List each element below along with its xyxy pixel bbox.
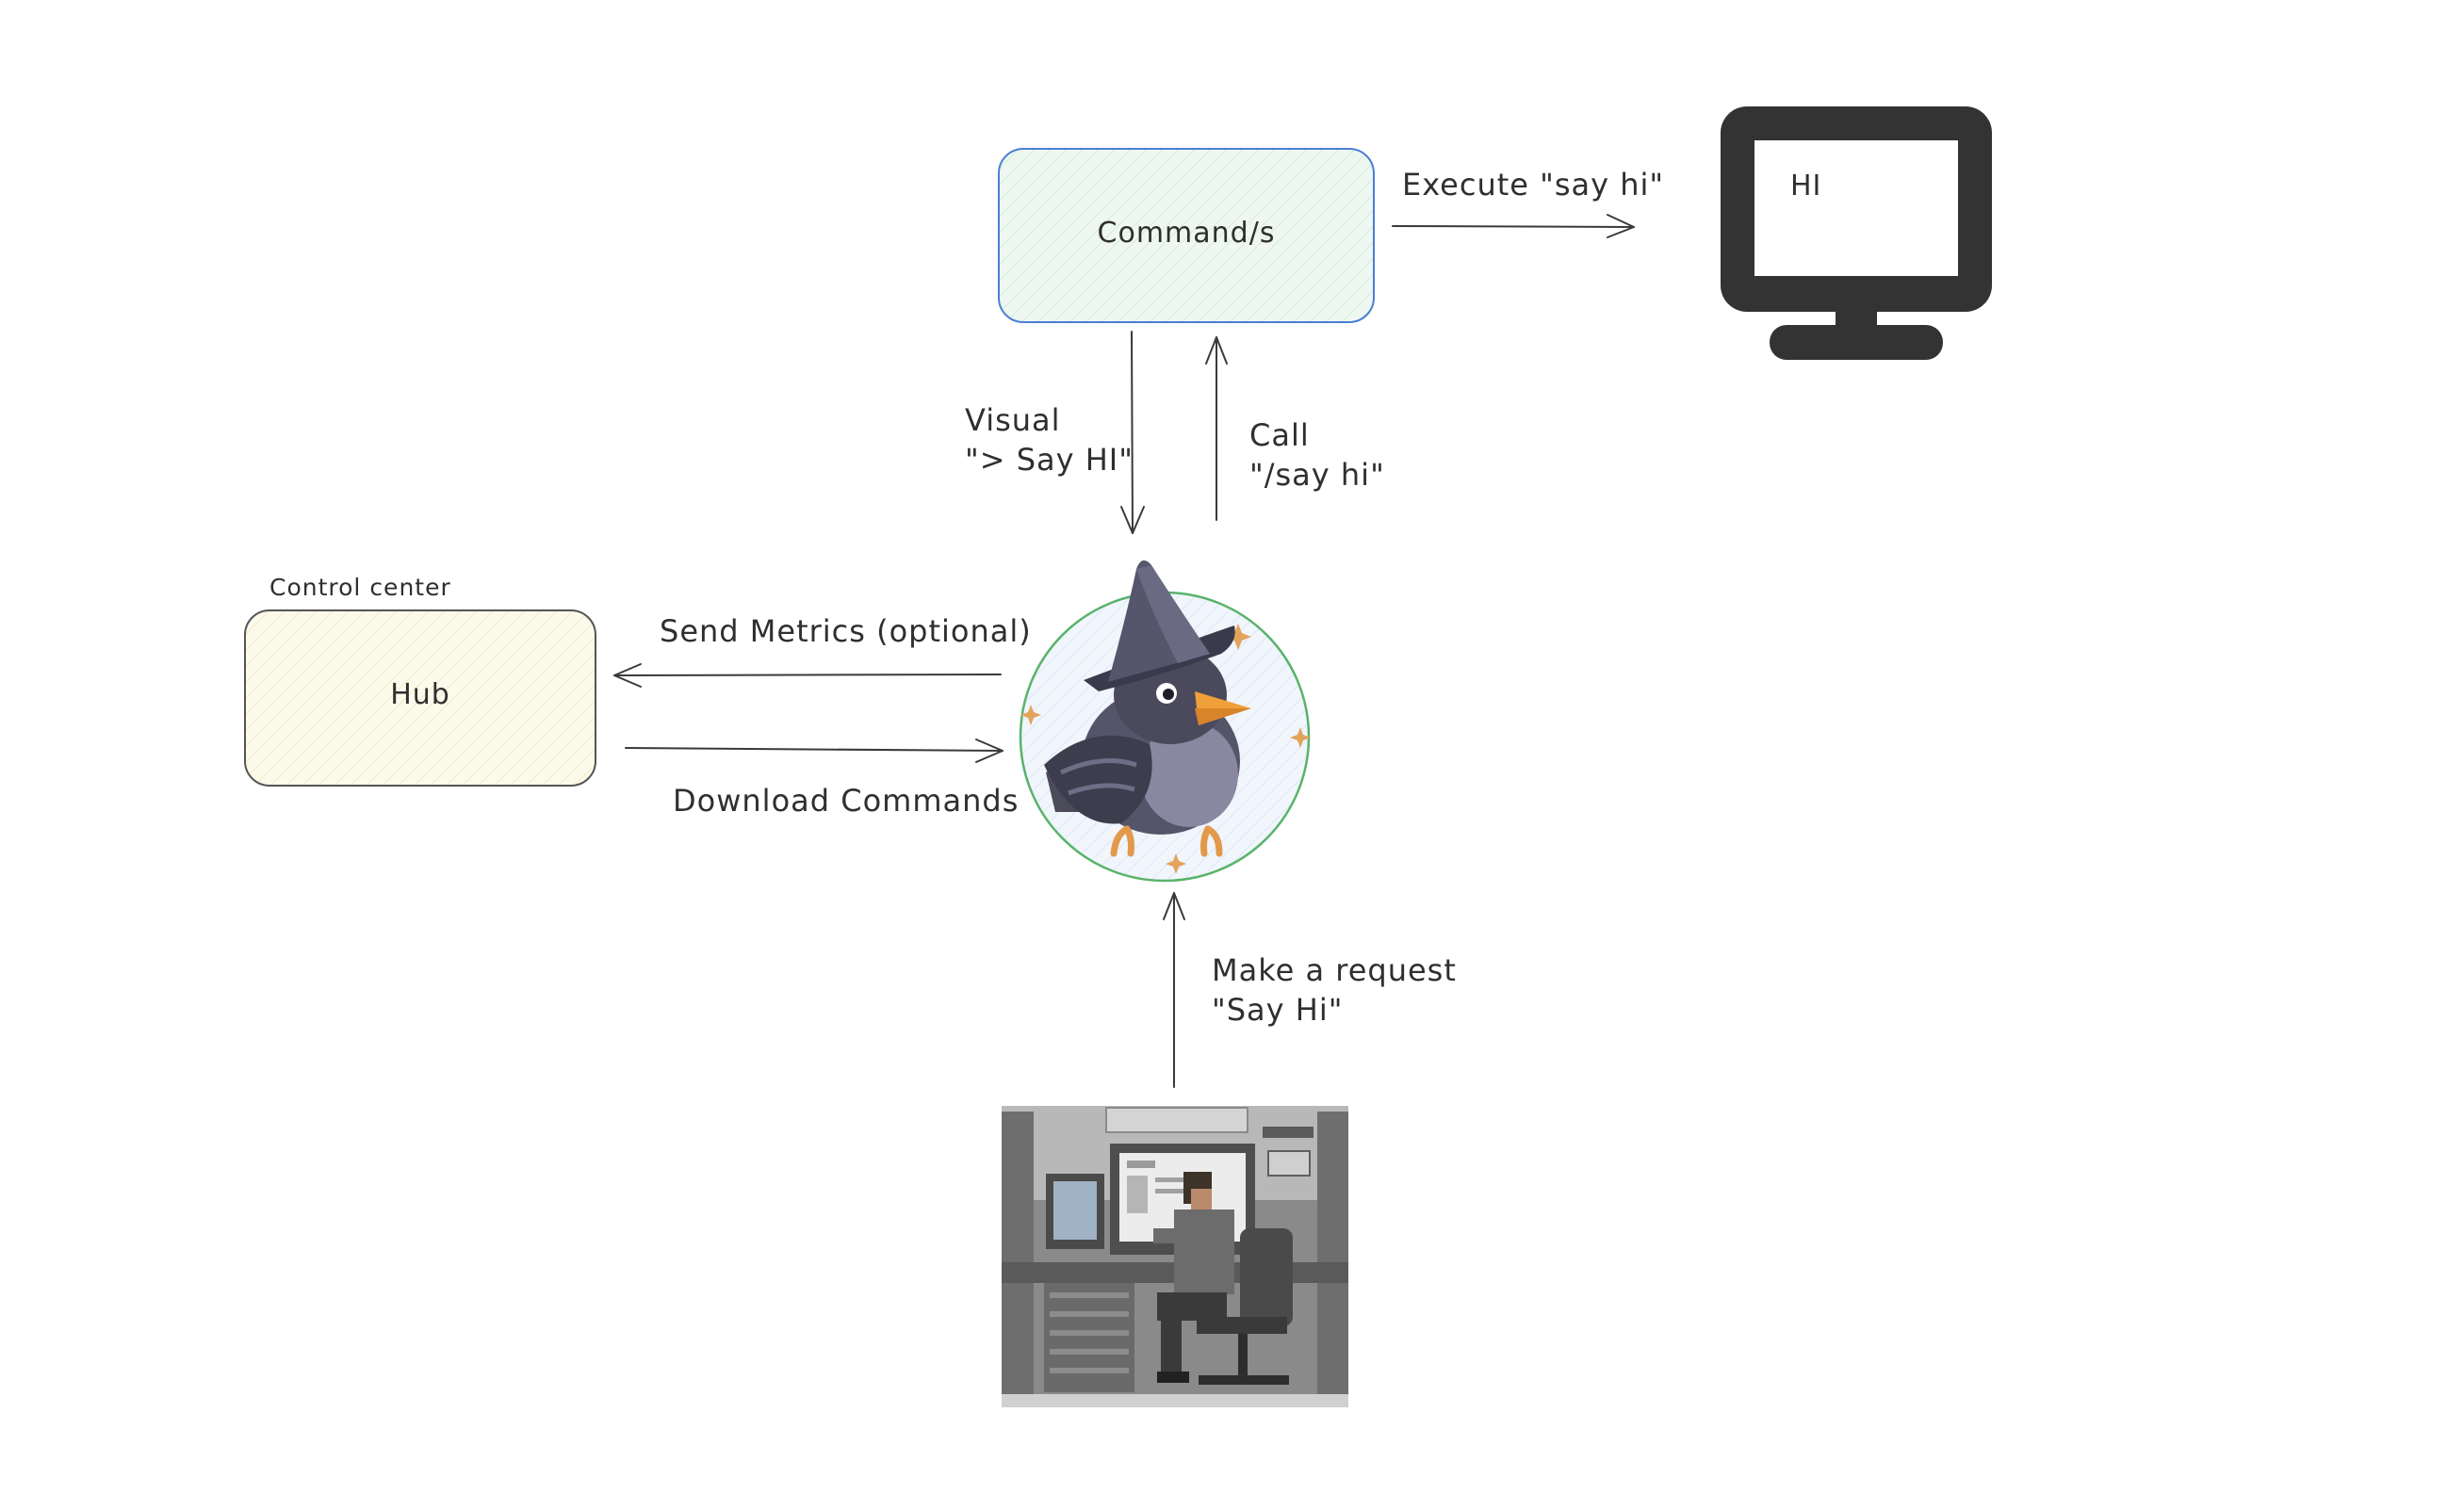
- send-metrics-edge-label: Send Metrics (optional): [660, 613, 1032, 649]
- visual-arrow: [1120, 331, 1145, 534]
- call-edge-label: Call "/say hi": [1249, 417, 1385, 493]
- monitor-screen-text: HI: [1790, 170, 1822, 203]
- send-metrics-arrow: [613, 663, 1002, 688]
- download-commands-edge-label: Download Commands: [673, 783, 1020, 819]
- user-node: [1002, 1106, 1348, 1407]
- bot-node: [1019, 560, 1311, 883]
- commands-node: [998, 148, 1375, 323]
- wizard-crow-icon: [1020, 560, 1311, 874]
- hub-caption: Control center: [269, 574, 451, 601]
- execute-arrow: [1392, 214, 1635, 238]
- monitor-icon: [1721, 106, 1992, 360]
- person-at-computer-icon: [1002, 1106, 1348, 1407]
- download-commands-arrow: [625, 739, 1004, 763]
- call-arrow: [1205, 336, 1228, 521]
- visual-edge-label: Visual "> Say HI": [965, 402, 1134, 478]
- hub-node-label: Hub: [390, 678, 450, 711]
- commands-node-label: Command/s: [1097, 217, 1276, 250]
- execute-edge-label: Execute "say hi": [1402, 167, 1665, 203]
- hub-node: [244, 609, 596, 787]
- make-request-edge-label: Make a request "Say Hi": [1212, 952, 1457, 1028]
- make-request-arrow: [1163, 892, 1185, 1088]
